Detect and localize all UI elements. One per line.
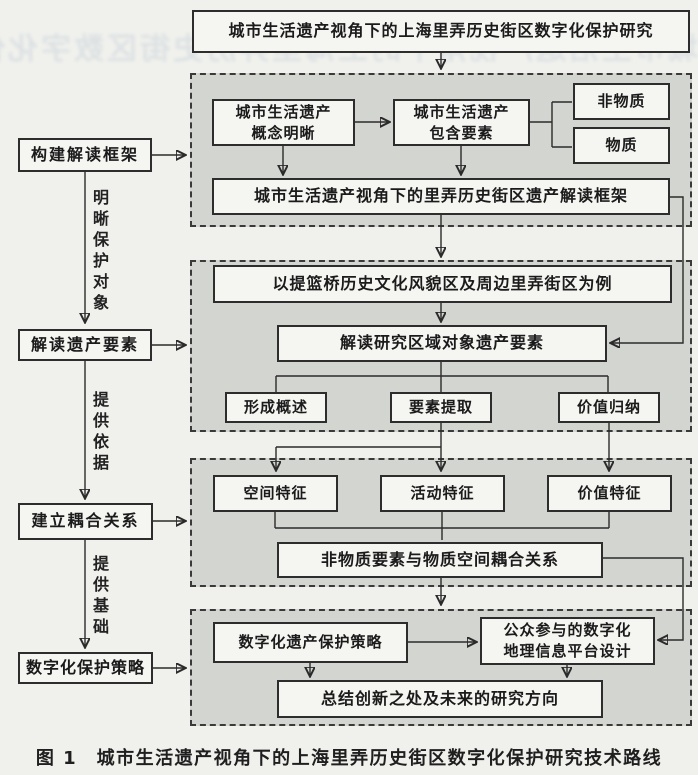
step-box-coupling-relation: 建立耦合关系 xyxy=(18,503,153,540)
box-contained-elements: 城市生活遗产 包含要素 xyxy=(393,99,530,146)
box-value-induction: 价值归纳 xyxy=(558,392,660,423)
edge-label-provide-foundation: 提供基础 xyxy=(90,555,109,639)
edge-label-clarify-object: 明晰保护对象 xyxy=(90,189,109,315)
box-coupling-relationship: 非物质要素与物质空间耦合关系 xyxy=(277,542,603,578)
box-concept-clarify: 城市生活遗产 概念明晰 xyxy=(212,99,355,146)
box-activity-feature: 活动特征 xyxy=(380,475,505,512)
box-public-gis-platform: 公众参与的数字化 地理信息平台设计 xyxy=(480,617,655,665)
box-element-extraction: 要素提取 xyxy=(390,392,492,423)
figure-caption: 图 1 城市生活遗产视角下的上海里弄历史街区数字化保护研究技术路线 xyxy=(35,748,663,769)
box-value-feature: 价值特征 xyxy=(547,475,672,512)
box-form-overview: 形成概述 xyxy=(225,392,327,423)
box-intangible: 非物质 xyxy=(573,83,670,120)
box-tangible: 物质 xyxy=(573,127,670,164)
box-interpretation-framework: 城市生活遗产视角下的里弄历史街区遗产解读框架 xyxy=(212,178,670,215)
edge-label-provide-basis: 提供依据 xyxy=(90,391,109,475)
box-interpret-heritage-elements: 解读研究区域对象遗产要素 xyxy=(277,325,607,362)
step-box-interpret-elements: 解读遗产要素 xyxy=(18,329,152,361)
box-spatial-feature: 空间特征 xyxy=(213,475,338,512)
step-box-build-framework: 构建解读框架 xyxy=(18,138,152,172)
box-summary-future: 总结创新之处及未来的研究方向 xyxy=(277,680,603,718)
step-box-digital-strategy: 数字化保护策略 xyxy=(18,652,153,684)
box-digital-heritage-strategy: 数字化遗产保护策略 xyxy=(213,622,408,663)
box-case-study-area: 以提篮桥历史文化风貌区及周边里弄街区为例 xyxy=(213,265,672,303)
title-box: 城市生活遗产视角下的上海里弄历史街区数字化保护研究 xyxy=(192,10,690,53)
